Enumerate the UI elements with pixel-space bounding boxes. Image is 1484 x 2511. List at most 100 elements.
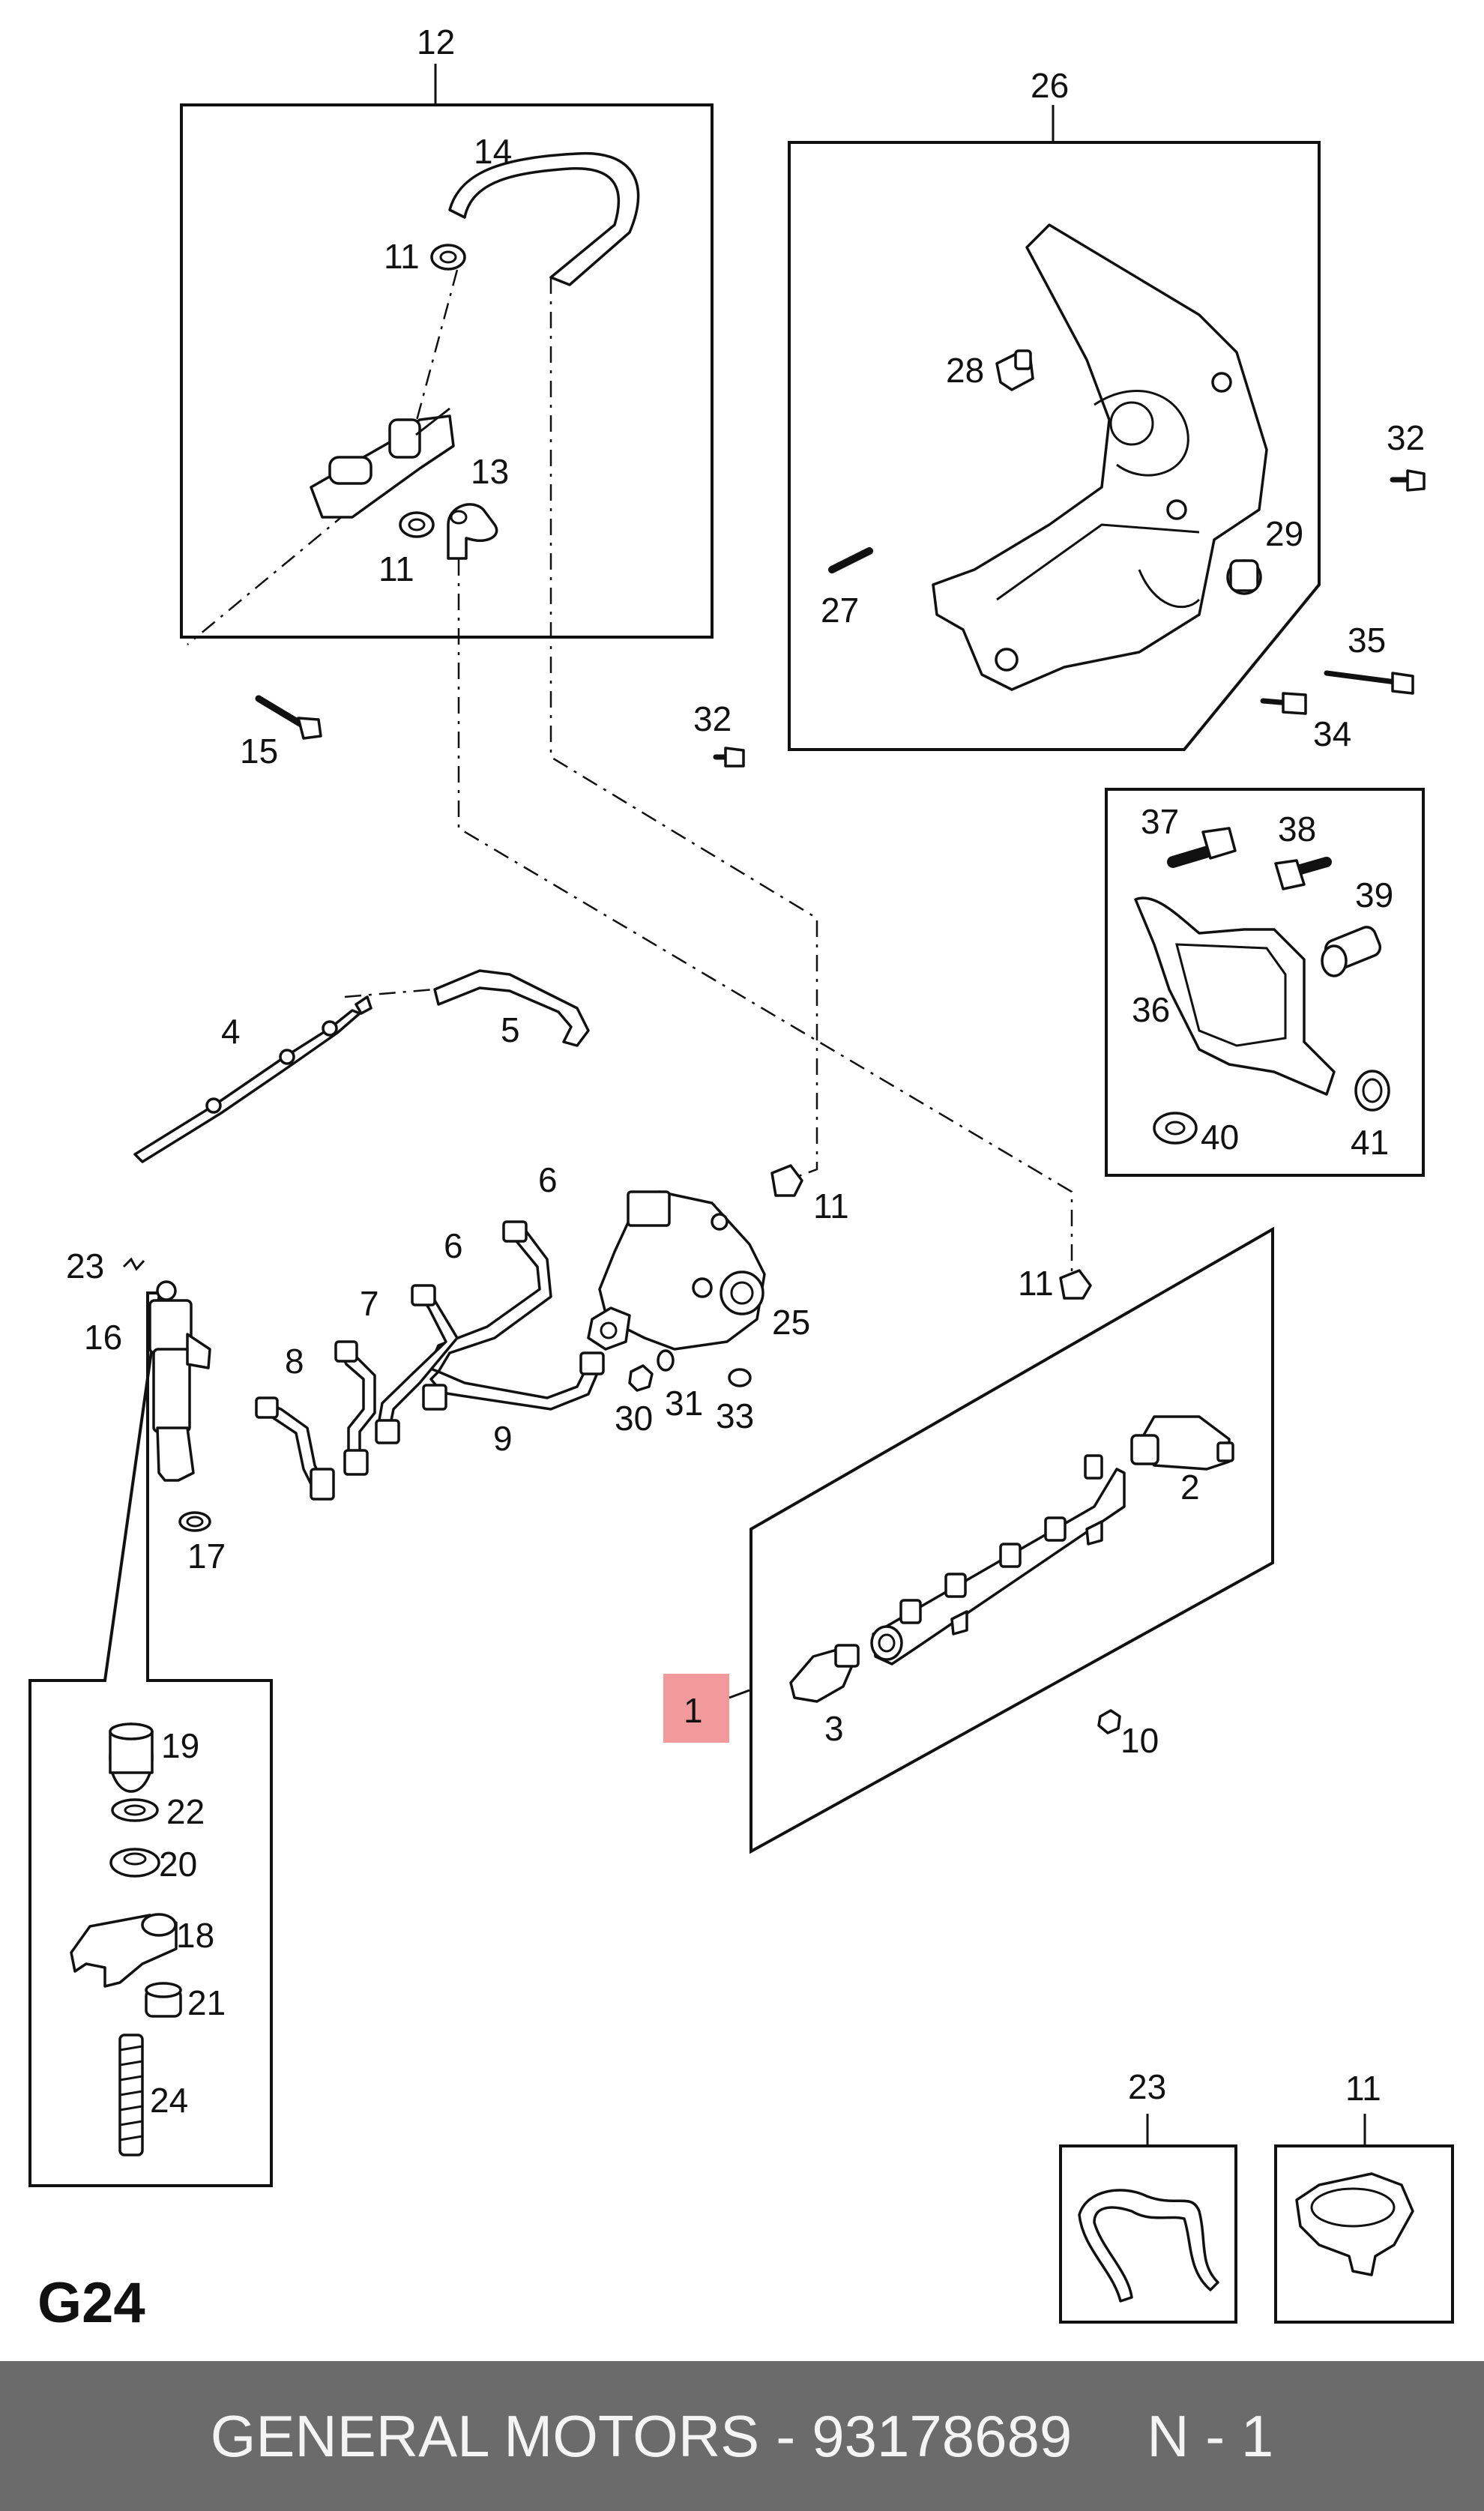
elbow-hose-13 xyxy=(447,503,498,560)
callout-30: 30 xyxy=(615,1399,653,1438)
callout-6: 6 xyxy=(444,1226,463,1265)
callout-16: 16 xyxy=(84,1318,122,1357)
callout-18: 18 xyxy=(176,1916,214,1955)
callout-11: 11 xyxy=(813,1187,849,1226)
hose-clamp-11-upper xyxy=(430,244,466,271)
seal-17 xyxy=(178,1511,211,1532)
bolt-32-upper xyxy=(1390,469,1426,492)
box-11-detail xyxy=(1274,2114,1454,2324)
footer-separator: - xyxy=(776,2402,796,2469)
bolt-15 xyxy=(255,695,322,740)
hose-clamp-11-pump xyxy=(770,1164,803,1197)
callout-31: 31 xyxy=(665,1384,703,1423)
bolt-37 xyxy=(1167,827,1237,868)
washer-20 xyxy=(109,1848,160,1878)
nut-30 xyxy=(628,1364,654,1392)
rail-sensor-3 xyxy=(789,1644,860,1703)
sleeve-40 xyxy=(1153,1112,1198,1145)
hose-clamp-11-lower xyxy=(399,511,435,538)
callout-1-highlight xyxy=(663,1674,729,1743)
callout-23: 23 xyxy=(66,1247,104,1285)
nut-10 xyxy=(1097,1709,1121,1734)
callout-4: 4 xyxy=(221,1012,241,1051)
injector-16 xyxy=(148,1280,211,1482)
sleeve-19 xyxy=(109,1722,154,1793)
pump-bracket-26 xyxy=(932,223,1268,691)
footer-brand: GENERAL MOTORS xyxy=(210,2402,760,2469)
bolt-39 xyxy=(1321,926,1382,977)
callout-27: 27 xyxy=(821,591,859,630)
callout-5: 5 xyxy=(501,1010,520,1049)
callout-40: 40 xyxy=(1201,1118,1239,1157)
hose-clamp-11-detail xyxy=(1295,2172,1414,2276)
callout-32: 32 xyxy=(1387,418,1425,457)
bolt-34 xyxy=(1260,692,1307,715)
callout-22: 22 xyxy=(166,1792,205,1831)
callout-3: 3 xyxy=(824,1709,844,1748)
footer-bar: GENERAL MOTORS - 93178689 N - 1 xyxy=(0,2361,1484,2511)
callout-7: 7 xyxy=(360,1284,379,1323)
callout-11: 11 xyxy=(1345,2069,1381,2108)
leak-off-line-4 xyxy=(133,995,372,1163)
footer-ref: N - 1 xyxy=(1147,2402,1274,2469)
callout-23: 23 xyxy=(1128,2067,1166,2106)
pressure-line-9 xyxy=(422,1351,605,1411)
callout-17: 17 xyxy=(187,1537,226,1576)
callout-9: 9 xyxy=(493,1419,513,1458)
gasket-36 xyxy=(1134,896,1336,1096)
callout-38: 38 xyxy=(1278,810,1316,848)
callout-11: 11 xyxy=(1018,1264,1054,1303)
callout-13: 13 xyxy=(471,452,509,491)
callout-11: 11 xyxy=(378,549,414,588)
callout-10: 10 xyxy=(1120,1721,1159,1760)
callout-35: 35 xyxy=(1348,621,1386,660)
callout-39: 39 xyxy=(1355,875,1393,914)
return-hose-5 xyxy=(433,969,590,1047)
callout-28: 28 xyxy=(946,351,984,390)
highlight-marker-1 xyxy=(663,1674,750,1743)
pressure-regulator-2 xyxy=(1130,1415,1234,1471)
pressure-line-6-lower xyxy=(375,1284,459,1444)
exploded-parts-diagram: 12 14 11 13 11 15 26 28 32 29 27 35 32 3… xyxy=(28,22,1454,2335)
o-ring-41 xyxy=(1354,1070,1390,1112)
washer-22 xyxy=(111,1798,159,1822)
bolt-32-lower xyxy=(713,747,745,768)
footer-part-number: 93178689 xyxy=(812,2402,1073,2469)
callout-33: 33 xyxy=(716,1396,754,1435)
box-36-gasket-kit xyxy=(1105,788,1425,1177)
callout-20: 20 xyxy=(159,1845,197,1884)
fuel-rail-1 xyxy=(870,1454,1126,1666)
return-fitting-assembly xyxy=(310,407,455,519)
callout-12: 12 xyxy=(417,22,455,61)
callout-2: 2 xyxy=(1180,1468,1200,1507)
plug-28 xyxy=(995,349,1034,391)
sleeve-29 xyxy=(1226,559,1262,595)
stud-27 xyxy=(828,547,873,573)
callout-14: 14 xyxy=(474,132,512,171)
callout-19: 19 xyxy=(161,1726,199,1765)
callout-labels: 12 14 11 13 11 15 26 28 32 29 27 35 32 3… xyxy=(66,22,1425,2120)
bolt-38 xyxy=(1274,857,1332,890)
pressure-line-7 xyxy=(334,1340,376,1476)
callout-36: 36 xyxy=(1132,990,1170,1029)
high-pressure-pump-25 xyxy=(587,1190,766,1351)
callout-1: 1 xyxy=(684,1691,703,1730)
callout-34: 34 xyxy=(1313,714,1351,753)
sleeve-21 xyxy=(145,1982,182,2018)
box-26-pump-bracket xyxy=(788,105,1321,751)
callout-25: 25 xyxy=(772,1303,810,1342)
dashed-connection-lines xyxy=(187,269,1073,1274)
callout-24: 24 xyxy=(150,2081,188,2120)
callout-41: 41 xyxy=(1351,1123,1389,1162)
callout-11: 11 xyxy=(384,237,420,276)
clip-23 xyxy=(122,1257,145,1271)
pressure-line-8 xyxy=(255,1396,335,1501)
callout-8: 8 xyxy=(285,1342,304,1381)
clip-23-detail xyxy=(1078,2189,1219,2303)
box-1-fuel-rail xyxy=(749,1226,1274,1854)
diagram-code: G24 xyxy=(37,2271,145,2335)
o-ring-33 xyxy=(728,1368,752,1387)
callout-21: 21 xyxy=(187,1983,226,2022)
box-12-fuel-return xyxy=(180,64,714,639)
box-16-injector-kit xyxy=(28,1291,273,2187)
